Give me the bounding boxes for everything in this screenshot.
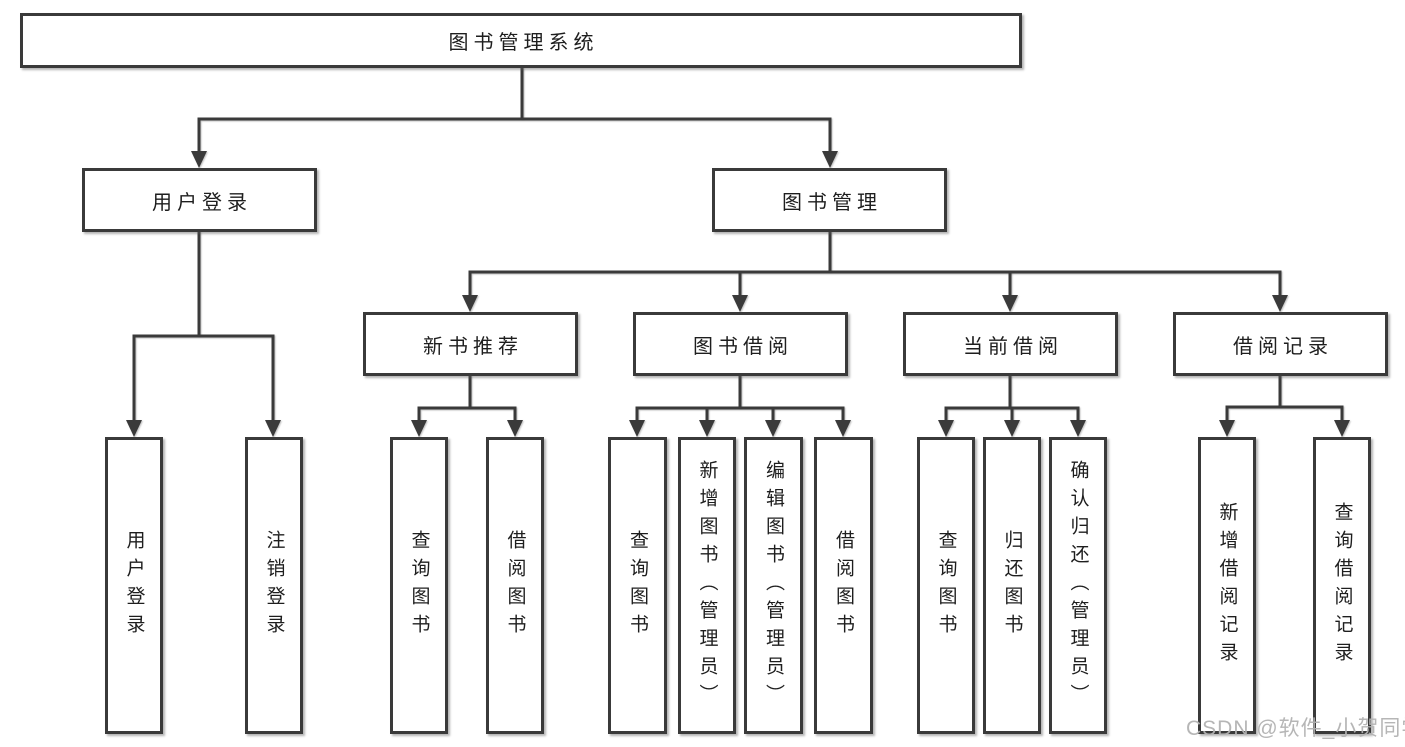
leaf-add-books-admin-label: 新增图书（管理员） [696,459,718,712]
leaf-edit-books-admin: 编辑图书（管理员） [744,437,803,734]
node-current-borrowing-label: 当前借阅 [963,335,1063,358]
leaf-edit-books-admin-label: 编辑图书（管理员） [763,459,784,712]
leaf-query-books-borrowing-label: 查询图书 [627,529,648,642]
node-user-login-label: 用户登录 [152,191,252,214]
leaf-add-books-admin: 新增图书（管理员） [678,437,736,734]
leaf-user-login-label: 用户登录 [123,529,145,642]
node-new-book-recommend: 新书推荐 [363,312,578,376]
node-book-borrowing-label: 图书借阅 [693,335,793,358]
leaf-add-borrow-record-label: 新增借阅记录 [1216,501,1238,670]
leaf-query-borrow-record: 查询借阅记录 [1313,437,1371,734]
leaf-query-borrow-record-label: 查询借阅记录 [1331,501,1353,670]
leaf-query-books-recommend-label: 查询图书 [408,529,430,642]
leaf-borrow-books-borrowing-label: 借阅图书 [833,529,854,642]
leaf-query-books-recommend: 查询图书 [390,437,448,734]
node-current-borrowing: 当前借阅 [903,312,1118,376]
node-borrowing-records-label: 借阅记录 [1233,335,1333,358]
node-book-management-label: 图书管理 [782,191,882,214]
leaf-confirm-return-admin-label: 确认归还（管理员） [1067,459,1089,712]
leaf-query-books-borrowing: 查询图书 [608,437,667,734]
node-book-management: 图书管理 [712,168,947,232]
leaf-query-books-current: 查询图书 [917,437,975,734]
leaf-logout: 注销登录 [245,437,303,734]
node-user-login: 用户登录 [82,168,317,232]
node-library-system: 图书管理系统 [20,13,1022,68]
leaf-confirm-return-admin: 确认归还（管理员） [1049,437,1107,734]
leaf-return-books: 归还图书 [983,437,1041,734]
node-new-book-recommend-label: 新书推荐 [423,335,523,358]
leaf-borrow-books-borrowing: 借阅图书 [814,437,873,734]
leaf-logout-label: 注销登录 [263,529,285,642]
leaf-borrow-books-recommend: 借阅图书 [486,437,544,734]
watermark: CSDN @软件_小贺同学 [1186,717,1405,740]
leaf-user-login: 用户登录 [105,437,163,734]
node-book-borrowing: 图书借阅 [633,312,848,376]
leaf-borrow-books-recommend-label: 借阅图书 [504,529,526,642]
leaf-add-borrow-record: 新增借阅记录 [1198,437,1256,734]
leaf-query-books-current-label: 查询图书 [935,529,957,642]
node-library-system-label: 图书管理系统 [448,32,599,54]
node-borrowing-records: 借阅记录 [1173,312,1388,376]
leaf-return-books-label: 归还图书 [1001,529,1023,642]
